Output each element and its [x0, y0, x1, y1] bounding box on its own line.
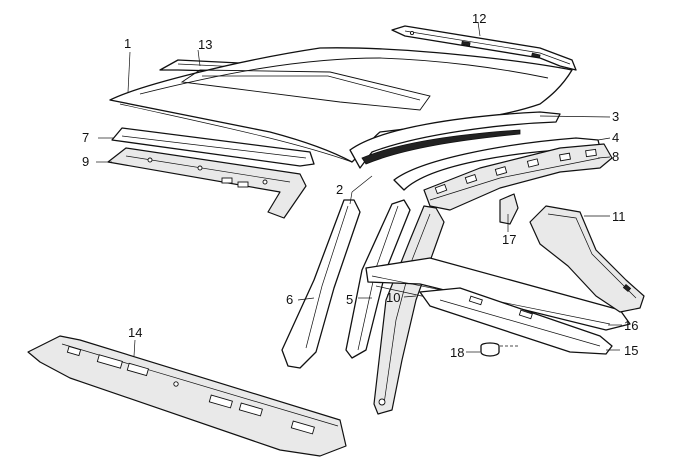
leader-lines	[96, 21, 622, 357]
label-15: 15	[624, 343, 638, 358]
label-7: 7	[82, 130, 89, 145]
label-4: 4	[612, 130, 619, 145]
label-2: 2	[336, 182, 343, 197]
part-17-bracket	[499, 193, 519, 225]
part-11-c-pillar-panel	[529, 205, 645, 313]
part-6-a-pillar-trim	[281, 199, 361, 369]
label-8: 8	[612, 149, 619, 164]
label-10: 10	[386, 290, 400, 305]
label-14: 14	[128, 325, 142, 340]
label-9: 9	[82, 154, 89, 169]
label-3: 3	[612, 109, 619, 124]
label-16: 16	[624, 318, 638, 333]
part-18-grommet	[480, 342, 520, 357]
part-8-inner-reinforcement	[423, 143, 613, 211]
label-5: 5	[346, 292, 353, 307]
part-7-front-roof-bow	[111, 127, 315, 167]
part-12-rear-trim-strip	[391, 25, 577, 71]
callout-labels: 1 2 3 4 5 6 7 8 9 10 11 12 13 14 15 16 1…	[82, 11, 638, 360]
label-11: 11	[612, 209, 626, 224]
label-6: 6	[286, 292, 293, 307]
label-17: 17	[502, 232, 516, 247]
label-12: 12	[472, 11, 486, 26]
label-1: 1	[124, 36, 131, 51]
label-18: 18	[450, 345, 464, 360]
part-14-floor-panel	[27, 335, 347, 457]
label-13: 13	[198, 37, 212, 52]
part-9-roof-cross-member	[107, 147, 307, 219]
part-3-windshield-header	[349, 111, 561, 169]
part-1-roof-panel	[109, 47, 573, 163]
